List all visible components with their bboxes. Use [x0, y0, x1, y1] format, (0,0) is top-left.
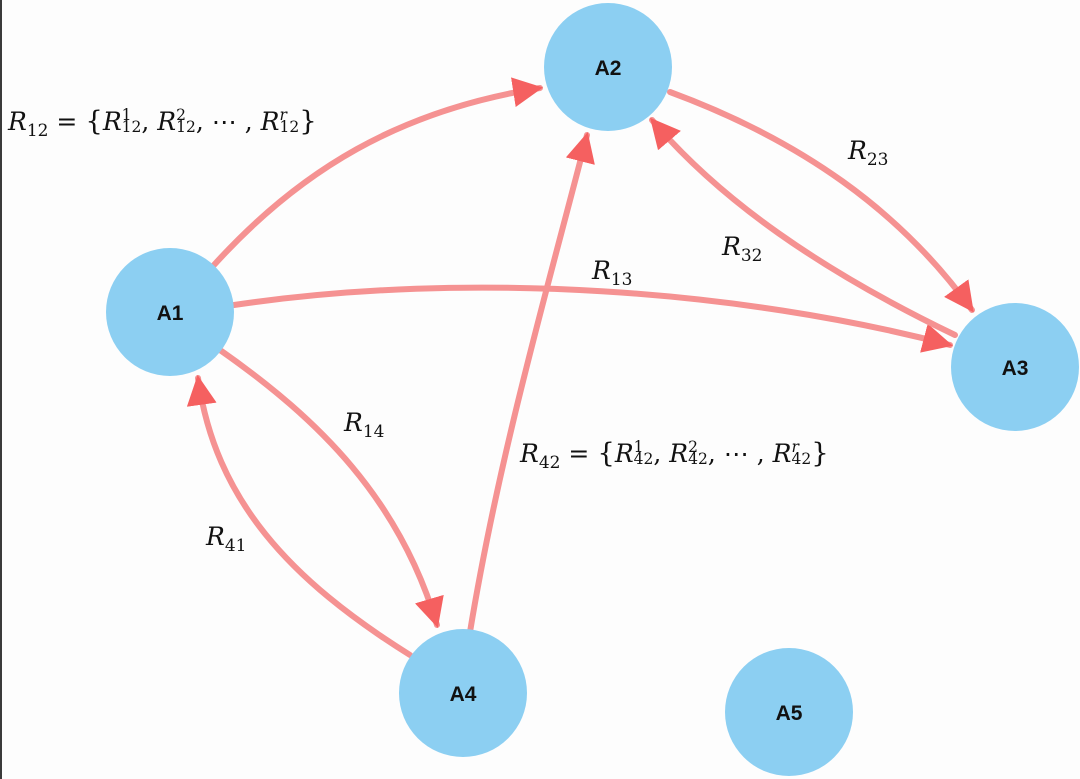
edge-a1-a3	[231, 284, 953, 353]
node-a4[interactable]: A4	[399, 629, 527, 757]
ellipsis: ⋯	[723, 439, 749, 468]
edge-a2-a3	[667, 89, 975, 313]
open-brace: {	[597, 437, 615, 469]
edges-layer	[186, 77, 975, 658]
item-r42-2: R	[669, 439, 689, 468]
item-r12-r: R	[260, 107, 280, 136]
open-brace: {	[85, 105, 103, 137]
label-r23: R23	[848, 136, 889, 170]
item-r42-1: R	[614, 439, 634, 468]
node-a4-label: A4	[450, 683, 477, 706]
node-a3[interactable]: A3	[951, 303, 1079, 431]
node-a5-label: A5	[776, 702, 803, 725]
symbol-r42: R	[520, 439, 539, 468]
close-brace: }	[299, 105, 317, 137]
node-a2[interactable]: A2	[544, 3, 672, 131]
item-r12-1: R	[102, 107, 122, 136]
nodes-layer: A1 A2 A3 A4 A5	[106, 3, 1079, 776]
node-a1-label: A1	[157, 302, 184, 325]
item-r12-2: R	[157, 107, 177, 136]
equals-sign: =	[56, 107, 78, 136]
item-r42-r: R	[772, 439, 792, 468]
ellipsis: ⋯	[211, 107, 237, 136]
edge-a1-a4	[217, 347, 444, 628]
symbol-r12: R	[8, 107, 27, 136]
label-r13: R13	[592, 256, 633, 290]
edge-a4-a1	[186, 375, 413, 658]
sub-r42: 42	[538, 452, 561, 473]
label-r41: R41	[206, 522, 247, 556]
label-r14: R14	[344, 408, 385, 442]
edge-a1-a2	[211, 77, 543, 268]
close-brace: }	[811, 437, 829, 469]
equals-sign: =	[568, 439, 590, 468]
node-a2-label: A2	[595, 57, 622, 80]
left-border	[0, 0, 2, 779]
node-a5[interactable]: A5	[725, 648, 853, 776]
edge-a3-a2	[649, 117, 958, 338]
node-a1[interactable]: A1	[106, 248, 234, 376]
node-a3-label: A3	[1002, 357, 1029, 380]
edge-a4-a2	[467, 132, 595, 635]
label-r32: R32	[722, 232, 763, 266]
sub-r12: 12	[26, 120, 49, 141]
